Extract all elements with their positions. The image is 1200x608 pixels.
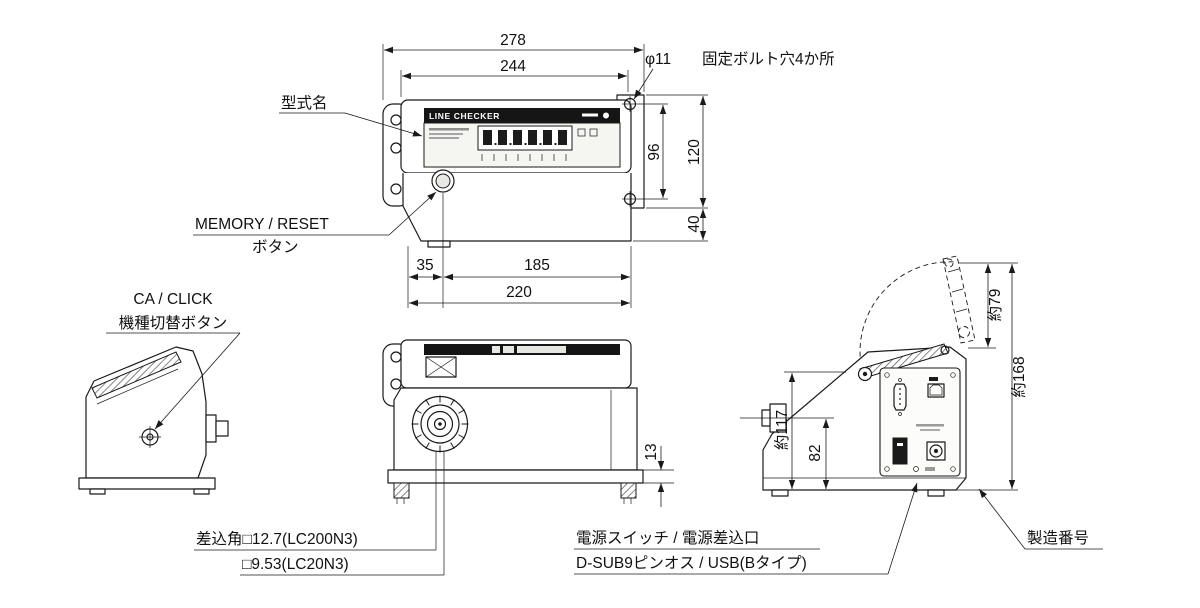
dim-168: 約168 xyxy=(1010,356,1028,397)
hole-note-label: 固定ボルト穴4か所 xyxy=(702,50,835,68)
power-inlet xyxy=(926,441,946,461)
foot-bolt xyxy=(620,482,637,499)
bottom-view-callouts: 差込角□12.7(LC200N3) □9.53(LC20N3) xyxy=(194,530,444,576)
panel-key xyxy=(589,128,598,137)
dim-278: 278 xyxy=(500,32,526,49)
usb-label-mark xyxy=(929,377,938,381)
brand-bar xyxy=(424,108,620,123)
base-notch xyxy=(427,240,451,248)
shaft-boss xyxy=(205,414,217,443)
front-view-dimensions: 278 244 96 120 40 35 185 220 xyxy=(382,32,708,308)
shaft-end xyxy=(215,420,229,437)
front-view: LINE CHECKER xyxy=(382,94,645,248)
ca-click-label-2: 機種切替ボタン xyxy=(119,314,228,332)
right-side-view xyxy=(761,255,976,497)
brand-text: LINE CHECKER xyxy=(429,111,500,121)
dim-244: 244 xyxy=(500,58,526,75)
digital-display xyxy=(477,125,573,151)
lid-open-phantom xyxy=(942,255,976,344)
power-label: 電源スイッチ / 電源差込口 xyxy=(576,529,759,547)
foot xyxy=(927,489,945,497)
dim-40: 40 xyxy=(686,215,703,233)
panel-key xyxy=(577,128,586,137)
lever-end-roller xyxy=(940,345,950,355)
lid-swing-arc xyxy=(859,261,957,366)
left-view-callouts: CA / CLICK 機種切替ボタン xyxy=(106,291,241,430)
clamp-lever xyxy=(91,351,182,399)
maker-logo-mark xyxy=(603,112,609,119)
right-view-dimensions: 約79 約168 約117 82 xyxy=(740,262,1028,491)
bottom-view xyxy=(382,339,644,575)
left-base xyxy=(78,477,216,490)
model-name-label: 型式名 xyxy=(281,94,328,112)
hole-dia-label: φ11 xyxy=(645,51,671,68)
dim-13: 13 xyxy=(643,443,660,460)
foot xyxy=(193,488,210,495)
flange-hole xyxy=(390,183,402,195)
dim-220: 220 xyxy=(506,284,532,301)
memory-reset-label-1: MEMORY / RESET xyxy=(195,216,329,233)
right-view-callouts: 電源スイッチ / 電源差込口 D-SUB9ピンオス / USB(Bタイプ) 製造… xyxy=(574,482,1103,575)
dim-117: 約117 xyxy=(773,410,791,450)
dim-120: 120 xyxy=(686,139,703,165)
usb-b-port xyxy=(927,383,945,398)
maker-logo xyxy=(582,113,598,117)
bottom-view-dimensions: 13 xyxy=(640,443,674,507)
dsub-usb-label: D-SUB9ピンオス / USB(Bタイプ) xyxy=(576,554,807,572)
rear-panel xyxy=(879,367,961,477)
dim-82: 82 xyxy=(807,444,824,461)
memory-reset-label-2: ボタン xyxy=(252,238,299,256)
serial-label: 製造番号 xyxy=(1027,529,1089,547)
dsub9-connector xyxy=(893,383,907,411)
foot-bolt xyxy=(393,482,410,499)
dim-96: 96 xyxy=(646,143,663,160)
clamp-dial xyxy=(411,395,469,453)
dim-185: 185 xyxy=(524,257,550,274)
socket-label-2: □9.53(LC20N3) xyxy=(242,556,349,573)
power-switch xyxy=(892,437,908,465)
foot xyxy=(771,489,789,497)
meter-base xyxy=(402,173,632,242)
base-plate xyxy=(387,469,644,484)
front-view-callouts: 型式名 MEMORY / RESET ボタン φ11 固定ボルト穴4か所 xyxy=(193,50,835,256)
socket-label-1: 差込角□12.7(LC200N3) xyxy=(196,530,358,548)
foot xyxy=(89,488,106,495)
left-side-view xyxy=(78,346,229,495)
ca-click-label-1: CA / CLICK xyxy=(133,291,213,308)
dim-35: 35 xyxy=(416,257,433,274)
dim-79: 約79 xyxy=(986,289,1004,322)
